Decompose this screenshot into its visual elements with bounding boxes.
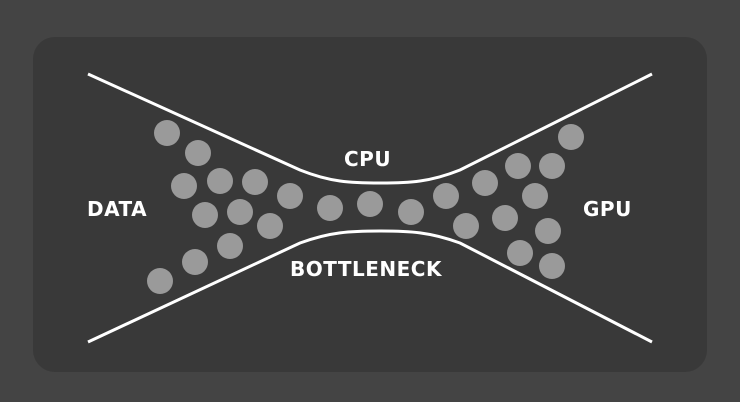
particle	[505, 153, 531, 179]
particle	[171, 173, 197, 199]
particle	[558, 124, 584, 150]
particle	[207, 168, 233, 194]
gpu-label: GPU	[583, 197, 632, 221]
particle	[522, 183, 548, 209]
funnel-top-curve	[87, 72, 653, 185]
particle	[398, 199, 424, 225]
particle	[154, 120, 180, 146]
particle	[242, 169, 268, 195]
particle	[217, 233, 243, 259]
particle	[492, 205, 518, 231]
particle	[185, 140, 211, 166]
particle	[192, 202, 218, 228]
particle	[227, 199, 253, 225]
particle	[539, 153, 565, 179]
data-particles	[147, 120, 584, 294]
particle	[453, 213, 479, 239]
particle	[539, 253, 565, 279]
particle	[182, 249, 208, 275]
funnel-bottom-curve	[87, 229, 653, 344]
bottleneck-label: BOTTLENECK	[290, 257, 442, 281]
cpu-label: CPU	[344, 147, 392, 171]
particle	[535, 218, 561, 244]
particle	[357, 191, 383, 217]
particle	[507, 240, 533, 266]
particle	[277, 183, 303, 209]
particle	[257, 213, 283, 239]
particle	[433, 183, 459, 209]
particle	[472, 170, 498, 196]
particle	[317, 195, 343, 221]
data-label: DATA	[87, 197, 148, 221]
particle	[147, 268, 173, 294]
